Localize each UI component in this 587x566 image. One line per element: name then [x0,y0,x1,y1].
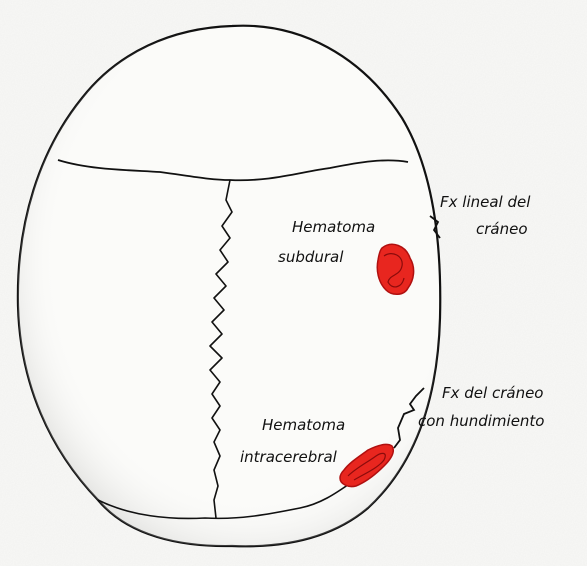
label-hematoma-subdural-line2: subdural [278,248,344,266]
label-fx-hundimiento-line2: con hundimiento [418,412,544,430]
label-hematoma-intracerebral-line2: intracerebral [240,448,338,466]
label-fx-lineal-line1: Fx lineal del [440,193,531,211]
label-hematoma-subdural-line1: Hematoma [292,218,375,236]
label-hematoma-intracerebral-line1: Hematoma [262,416,345,434]
label-fx-lineal-line2: cráneo [476,220,528,238]
label-fx-hundimiento-line1: Fx del cráneo [442,384,543,402]
